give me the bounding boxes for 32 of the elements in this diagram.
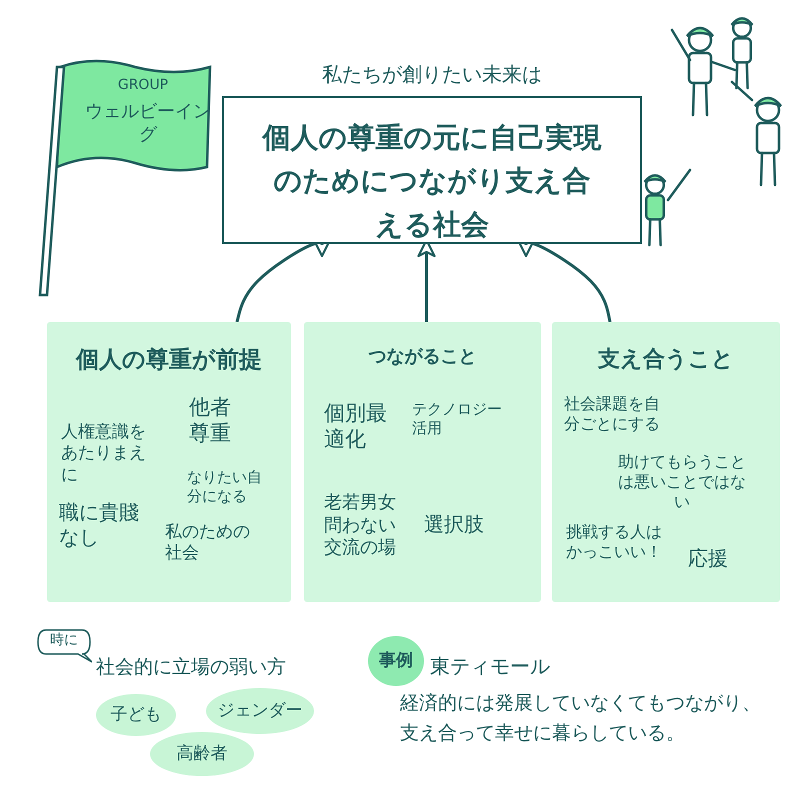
item-text: テクノロジー活用 bbox=[412, 400, 503, 438]
place-name: 東ティモール bbox=[430, 653, 551, 680]
item-text: 助けてもらうことは悪いことではない bbox=[617, 452, 747, 512]
panel-heading: 支え合うこと bbox=[596, 346, 735, 374]
item-text: 個別最適化 bbox=[324, 400, 388, 452]
case-description: 経済的には発展していなくてもつながり、支え合って幸せに暮らしている。 bbox=[400, 691, 762, 746]
case-tag: 事例 bbox=[368, 650, 424, 672]
bubble-text: 時に bbox=[49, 632, 79, 650]
topic-panel bbox=[304, 322, 541, 602]
flag-subtitle: GROUP bbox=[116, 77, 170, 94]
item-text: 人権意識をあたりまえに bbox=[61, 422, 147, 486]
keyword: 高齢者 bbox=[176, 743, 228, 765]
item-text: 挑戦する人はかっこいい！ bbox=[566, 522, 663, 562]
topic-panel bbox=[47, 322, 291, 602]
vision-box bbox=[222, 62, 642, 244]
item-text: 社会課題を自分ごとにする bbox=[564, 394, 661, 434]
item-text: 職に貴賤なし bbox=[59, 500, 140, 550]
speech-bubble bbox=[36, 628, 92, 660]
panel-heading: 個人の尊重が前提 bbox=[74, 346, 263, 375]
keyword: ジェンダー bbox=[216, 700, 304, 722]
caption-text: 社会的に立場の弱い方 bbox=[96, 655, 287, 680]
vision-statement: 個人の尊重の元に自己実現のためにつながり支え合える社会 bbox=[262, 120, 602, 243]
item-text: 私のための社会 bbox=[165, 522, 251, 564]
topic-panel bbox=[552, 322, 780, 602]
item-text: 他者尊重 bbox=[189, 394, 232, 446]
item-text: 応援 bbox=[688, 546, 729, 571]
keyword: 子ども bbox=[110, 704, 162, 726]
heading: 私たちが創りたい未来は bbox=[321, 62, 543, 87]
item-text: なりたい自分になる bbox=[187, 468, 263, 506]
item-text: 老若男女問わない交流の場 bbox=[324, 492, 397, 560]
panel-heading: つながること bbox=[368, 346, 478, 368]
item-text: 選択肢 bbox=[424, 512, 485, 537]
